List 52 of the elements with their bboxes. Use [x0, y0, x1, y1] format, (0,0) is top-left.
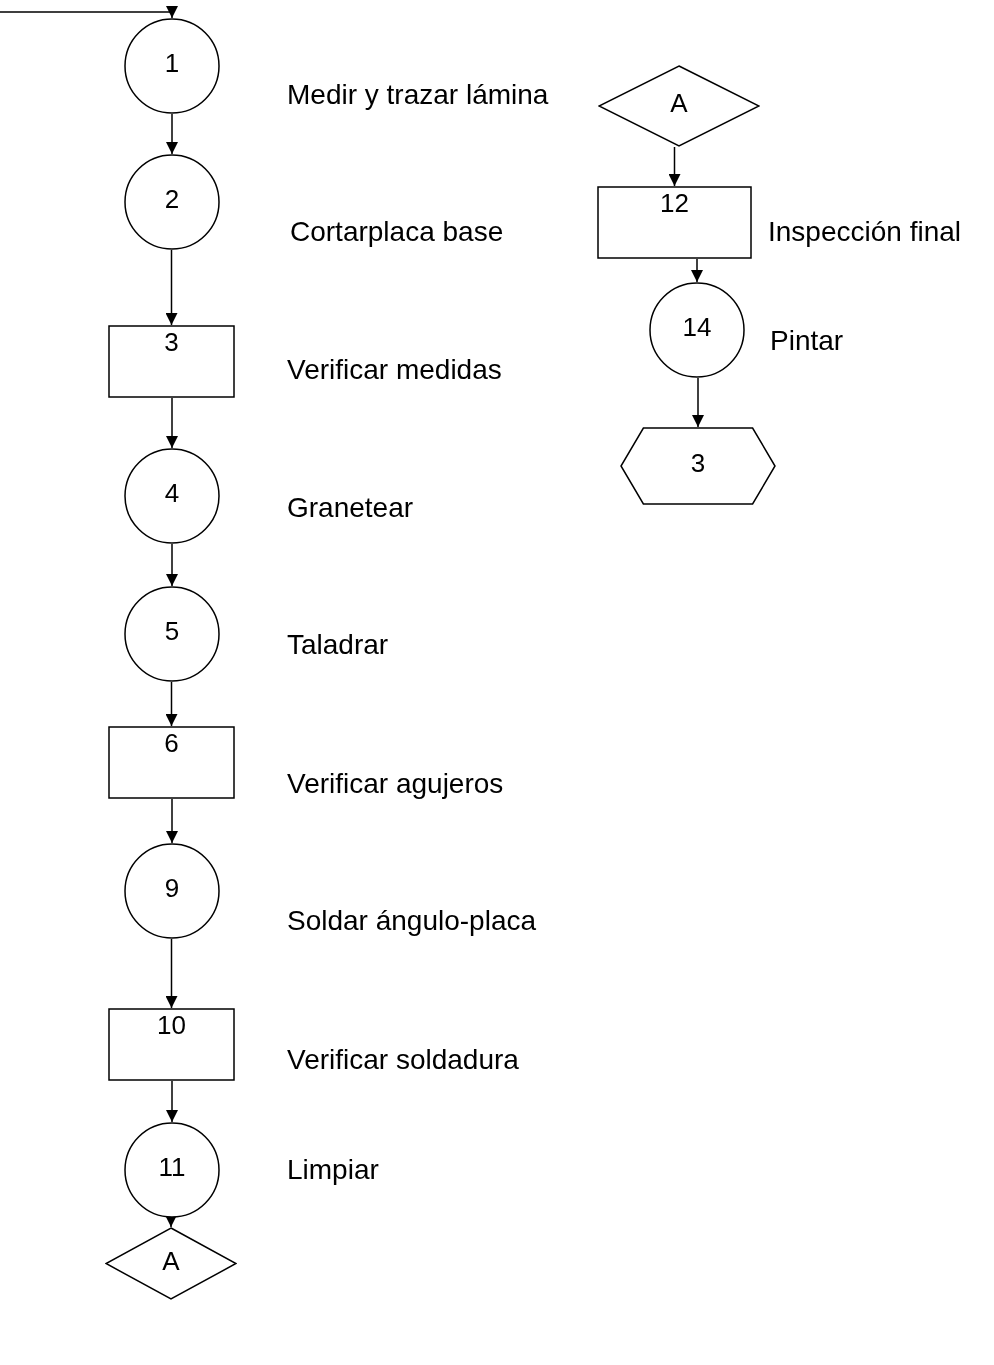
step-number: 9 — [164, 875, 180, 901]
flow-arrow — [166, 543, 178, 587]
step-description: Inspección final — [768, 218, 961, 246]
flow-arrow — [165, 249, 178, 326]
flow-arrow — [165, 1215, 177, 1228]
operation-circle — [124, 1122, 220, 1218]
operation-circle — [124, 586, 220, 682]
flow-arrow — [166, 798, 178, 844]
step-description: Soldar ángulo-placa — [287, 907, 537, 935]
connector-diamond — [105, 1227, 237, 1300]
operation-circle — [124, 448, 220, 544]
flow-arrow — [165, 938, 178, 1009]
inspection-rectangle — [597, 186, 752, 259]
inspection-rectangle — [108, 325, 235, 398]
flow-arrow — [166, 397, 178, 449]
flow-arrow — [0, 6, 178, 19]
step-number: 3 — [690, 450, 706, 476]
step-description: Cortarplaca base — [290, 218, 504, 246]
operation-circle — [124, 154, 220, 250]
terminal-hexagon — [620, 427, 776, 505]
step-description: Taladrar — [287, 631, 389, 659]
flow-arrow — [692, 377, 704, 428]
step-number: 11 — [158, 1154, 186, 1180]
step-number: A — [670, 90, 688, 116]
inspection-rectangle — [108, 726, 235, 799]
step-description: Limpiar — [287, 1156, 379, 1184]
step-number: 2 — [164, 186, 180, 212]
connector-diamond — [598, 65, 760, 147]
operation-circle — [124, 18, 220, 114]
operation-circle — [649, 282, 745, 378]
step-number: 10 — [157, 1012, 186, 1038]
operation-circle — [124, 843, 220, 939]
step-number: A — [162, 1247, 180, 1274]
step-number: 12 — [660, 190, 689, 216]
inspection-rectangle — [108, 1008, 235, 1081]
flow-arrow — [165, 681, 178, 727]
flow-arrow — [166, 1080, 178, 1123]
step-description: Medir y trazar lámina — [287, 81, 549, 109]
step-number: 4 — [164, 480, 180, 506]
step-number: 6 — [164, 730, 179, 756]
step-number: 14 — [682, 314, 712, 340]
step-description: Granetear — [287, 494, 414, 522]
flow-arrow — [691, 258, 703, 283]
step-number: 5 — [164, 618, 180, 644]
step-description: Verificar soldadura — [287, 1046, 519, 1074]
step-number: 3 — [164, 329, 179, 355]
flow-arrow — [668, 146, 681, 187]
flow-arrow — [166, 113, 178, 155]
step-description: Verificar agujeros — [287, 770, 504, 798]
step-description: Verificar medidas — [287, 356, 502, 384]
step-description: Pintar — [770, 327, 844, 355]
step-number: 1 — [164, 50, 180, 76]
